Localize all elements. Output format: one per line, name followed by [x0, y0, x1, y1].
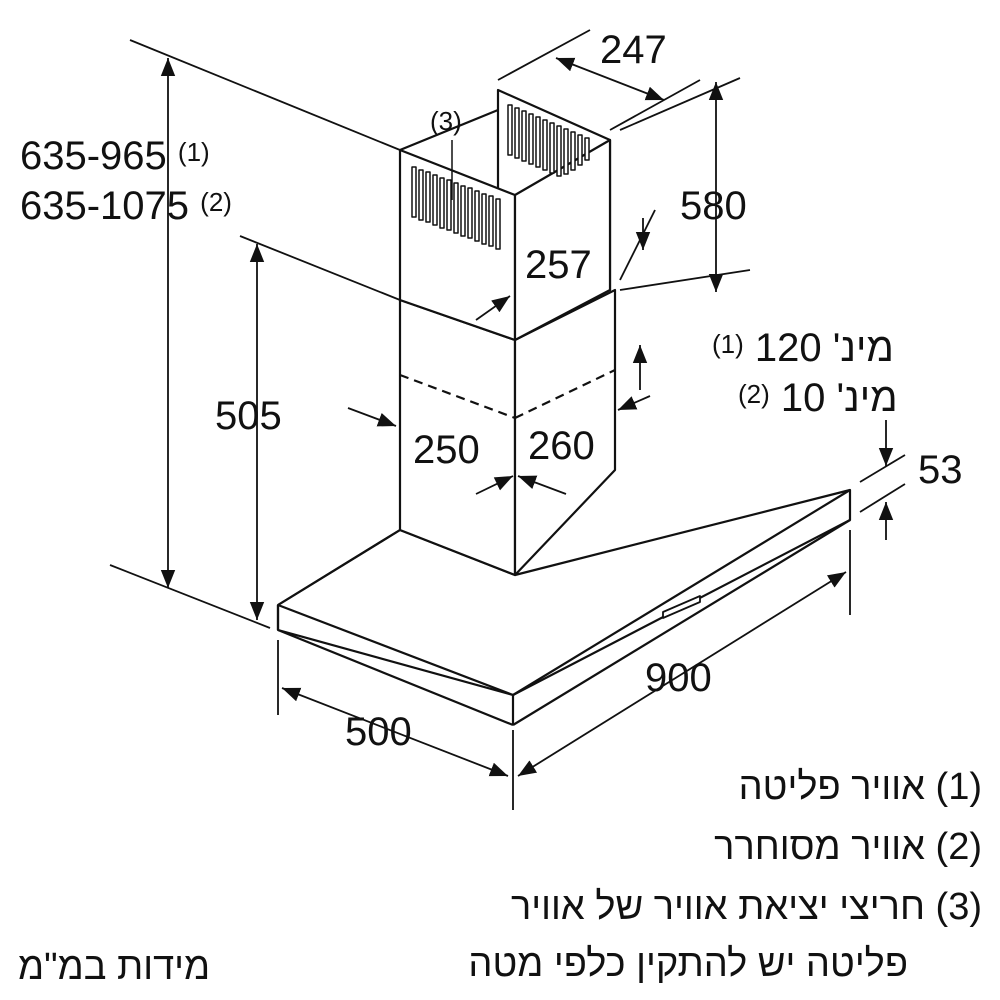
- legend-item-3: (3) חריצי יציאת אוויר של אוויר: [511, 886, 982, 928]
- dimension-53: [859, 420, 906, 540]
- dimension-250-260: [347, 407, 567, 495]
- vent-slots: [411, 104, 590, 250]
- dimension-900: [512, 530, 851, 810]
- label-upper-chimney-depth: 257: [525, 243, 592, 287]
- label-vent-callout: (3): [430, 106, 462, 136]
- label-total-height-2: 635-1075 (2): [20, 184, 232, 228]
- label-lower-chimney-height: 505: [215, 394, 282, 438]
- canopy: [276, 488, 852, 727]
- label-upper-chimney-height: 580: [680, 184, 747, 228]
- label-canopy-width: 900: [645, 656, 712, 700]
- legend-item-2: (2) אוויר מסוחרר: [714, 826, 982, 868]
- dimension-min-clearance: [617, 345, 651, 411]
- label-canopy-depth: 500: [345, 710, 412, 754]
- dimension-overall-height: [109, 39, 401, 629]
- dimension-247: [497, 29, 701, 131]
- dimension-500: [277, 640, 509, 777]
- dimension-257: [475, 209, 656, 321]
- label-total-height-1: 635-965 (1): [20, 134, 210, 178]
- dimension-580: [619, 77, 751, 292]
- label-lower-chimney-right: 260: [528, 424, 595, 468]
- label-min-clearance-2: (2) מינ' 10: [738, 376, 898, 420]
- units-note: מידות במ"מ: [18, 946, 211, 988]
- label-min-clearance-1: (1) מינ' 120: [712, 326, 894, 370]
- legend-item-1: (1) אוויר פליטה: [738, 766, 982, 808]
- label-lower-chimney-left: 250: [413, 428, 480, 472]
- label-canopy-thickness: 53: [918, 448, 963, 492]
- legend-item-3-continued: פליטה יש להתקין כלפי מטה: [468, 943, 908, 985]
- lower-chimney: [398, 288, 617, 577]
- label-chimney-top-width: 247: [600, 28, 667, 72]
